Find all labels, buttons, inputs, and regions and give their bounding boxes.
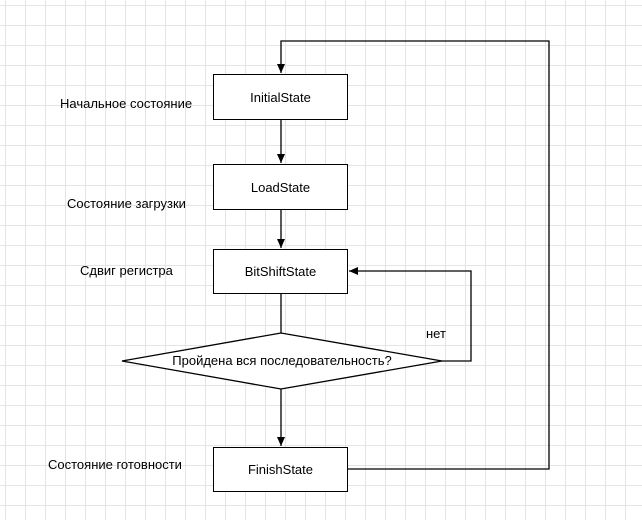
state-load: LoadState <box>213 164 348 210</box>
state-initial: InitialState <box>213 74 348 120</box>
label-finish: Состояние готовности <box>48 457 182 472</box>
label-no: нет <box>426 326 446 341</box>
state-bitshift: BitShiftState <box>213 249 348 294</box>
decision-diamond <box>121 332 443 390</box>
connector-finish-to-initial <box>277 40 550 470</box>
label-bitshift: Сдвиг регистра <box>80 263 173 278</box>
decision-text: Пройдена вся последовательность? <box>172 352 392 368</box>
label-load: Состояние загрузки <box>67 196 186 211</box>
connector-decision-no-loop <box>349 267 472 362</box>
state-finish: FinishState <box>213 447 348 492</box>
label-initial: Начальное состояние <box>60 96 193 111</box>
